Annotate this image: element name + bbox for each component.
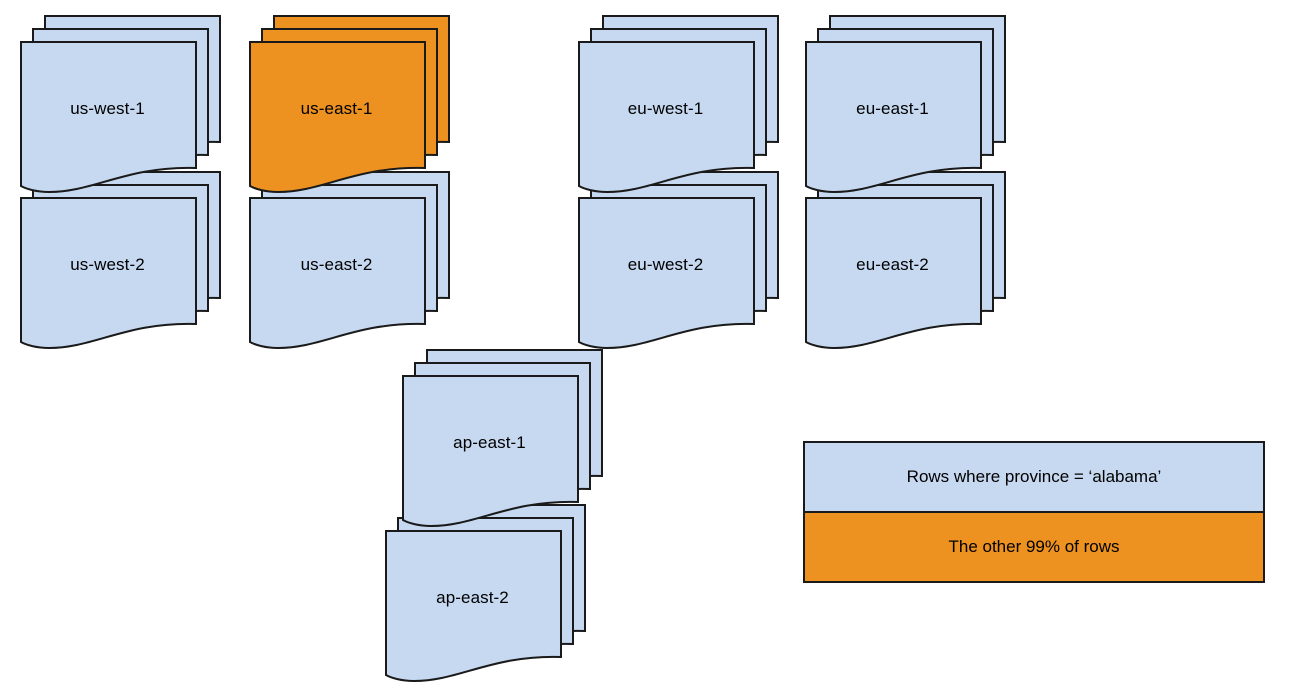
region-stack-us-west-2: us-west-2 <box>20 171 260 362</box>
region-stack-us-west-1: us-west-1 <box>20 15 260 206</box>
document-sheet-front-eu-west-2 <box>578 197 755 350</box>
region-stack-eu-west-1: eu-west-1 <box>578 15 818 206</box>
region-label-us-east-1: us-east-1 <box>300 99 373 118</box>
region-stack-ap-east-1: ap-east-1 <box>402 349 642 540</box>
legend-label-matching-rows: Rows where province = ‘alabama’ <box>906 467 1162 486</box>
document-sheet-front-eu-west-1 <box>578 41 755 194</box>
region-label-us-west-1: us-west-1 <box>70 99 145 118</box>
diagram-canvas: us-west-1 us-east-1 eu-west-1 eu-east-1 us-w… <box>20 15 1045 683</box>
legend-row-other-rows: The other 99% of rows <box>805 513 1263 581</box>
document-sheet-front-us-west-2 <box>20 197 197 350</box>
document-sheet-front-eu-east-2 <box>805 197 982 350</box>
document-sheet-front-ap-east-1 <box>402 375 579 528</box>
region-label-us-east-2: us-east-2 <box>300 255 373 274</box>
document-sheet-front-ap-east-2 <box>385 530 562 683</box>
region-stack-eu-west-2: eu-west-2 <box>578 171 818 362</box>
document-sheet-front-us-east-1 <box>249 41 426 194</box>
region-stack-ap-east-2: ap-east-2 <box>385 504 625 695</box>
region-label-eu-east-2: eu-east-2 <box>856 255 929 274</box>
document-sheet-front-us-west-1 <box>20 41 197 194</box>
region-label-eu-west-1: eu-west-1 <box>627 99 704 118</box>
legend-label-other-rows: The other 99% of rows <box>948 537 1120 556</box>
document-sheet-front-eu-east-1 <box>805 41 982 194</box>
region-label-ap-east-2: ap-east-2 <box>436 588 509 607</box>
legend-row-matching-rows: Rows where province = ‘alabama’ <box>805 443 1263 513</box>
legend: Rows where province = ‘alabama’ The othe… <box>803 441 1265 583</box>
region-stack-eu-east-2: eu-east-2 <box>805 171 1045 362</box>
region-stack-eu-east-1: eu-east-1 <box>805 15 1045 206</box>
document-sheet-front-us-east-2 <box>249 197 426 350</box>
region-label-eu-west-2: eu-west-2 <box>627 255 704 274</box>
region-label-us-west-2: us-west-2 <box>70 255 145 274</box>
region-stack-us-east-2: us-east-2 <box>249 171 489 362</box>
region-label-eu-east-1: eu-east-1 <box>856 99 929 118</box>
region-label-ap-east-1: ap-east-1 <box>453 433 526 452</box>
region-stack-us-east-1: us-east-1 <box>249 15 489 206</box>
